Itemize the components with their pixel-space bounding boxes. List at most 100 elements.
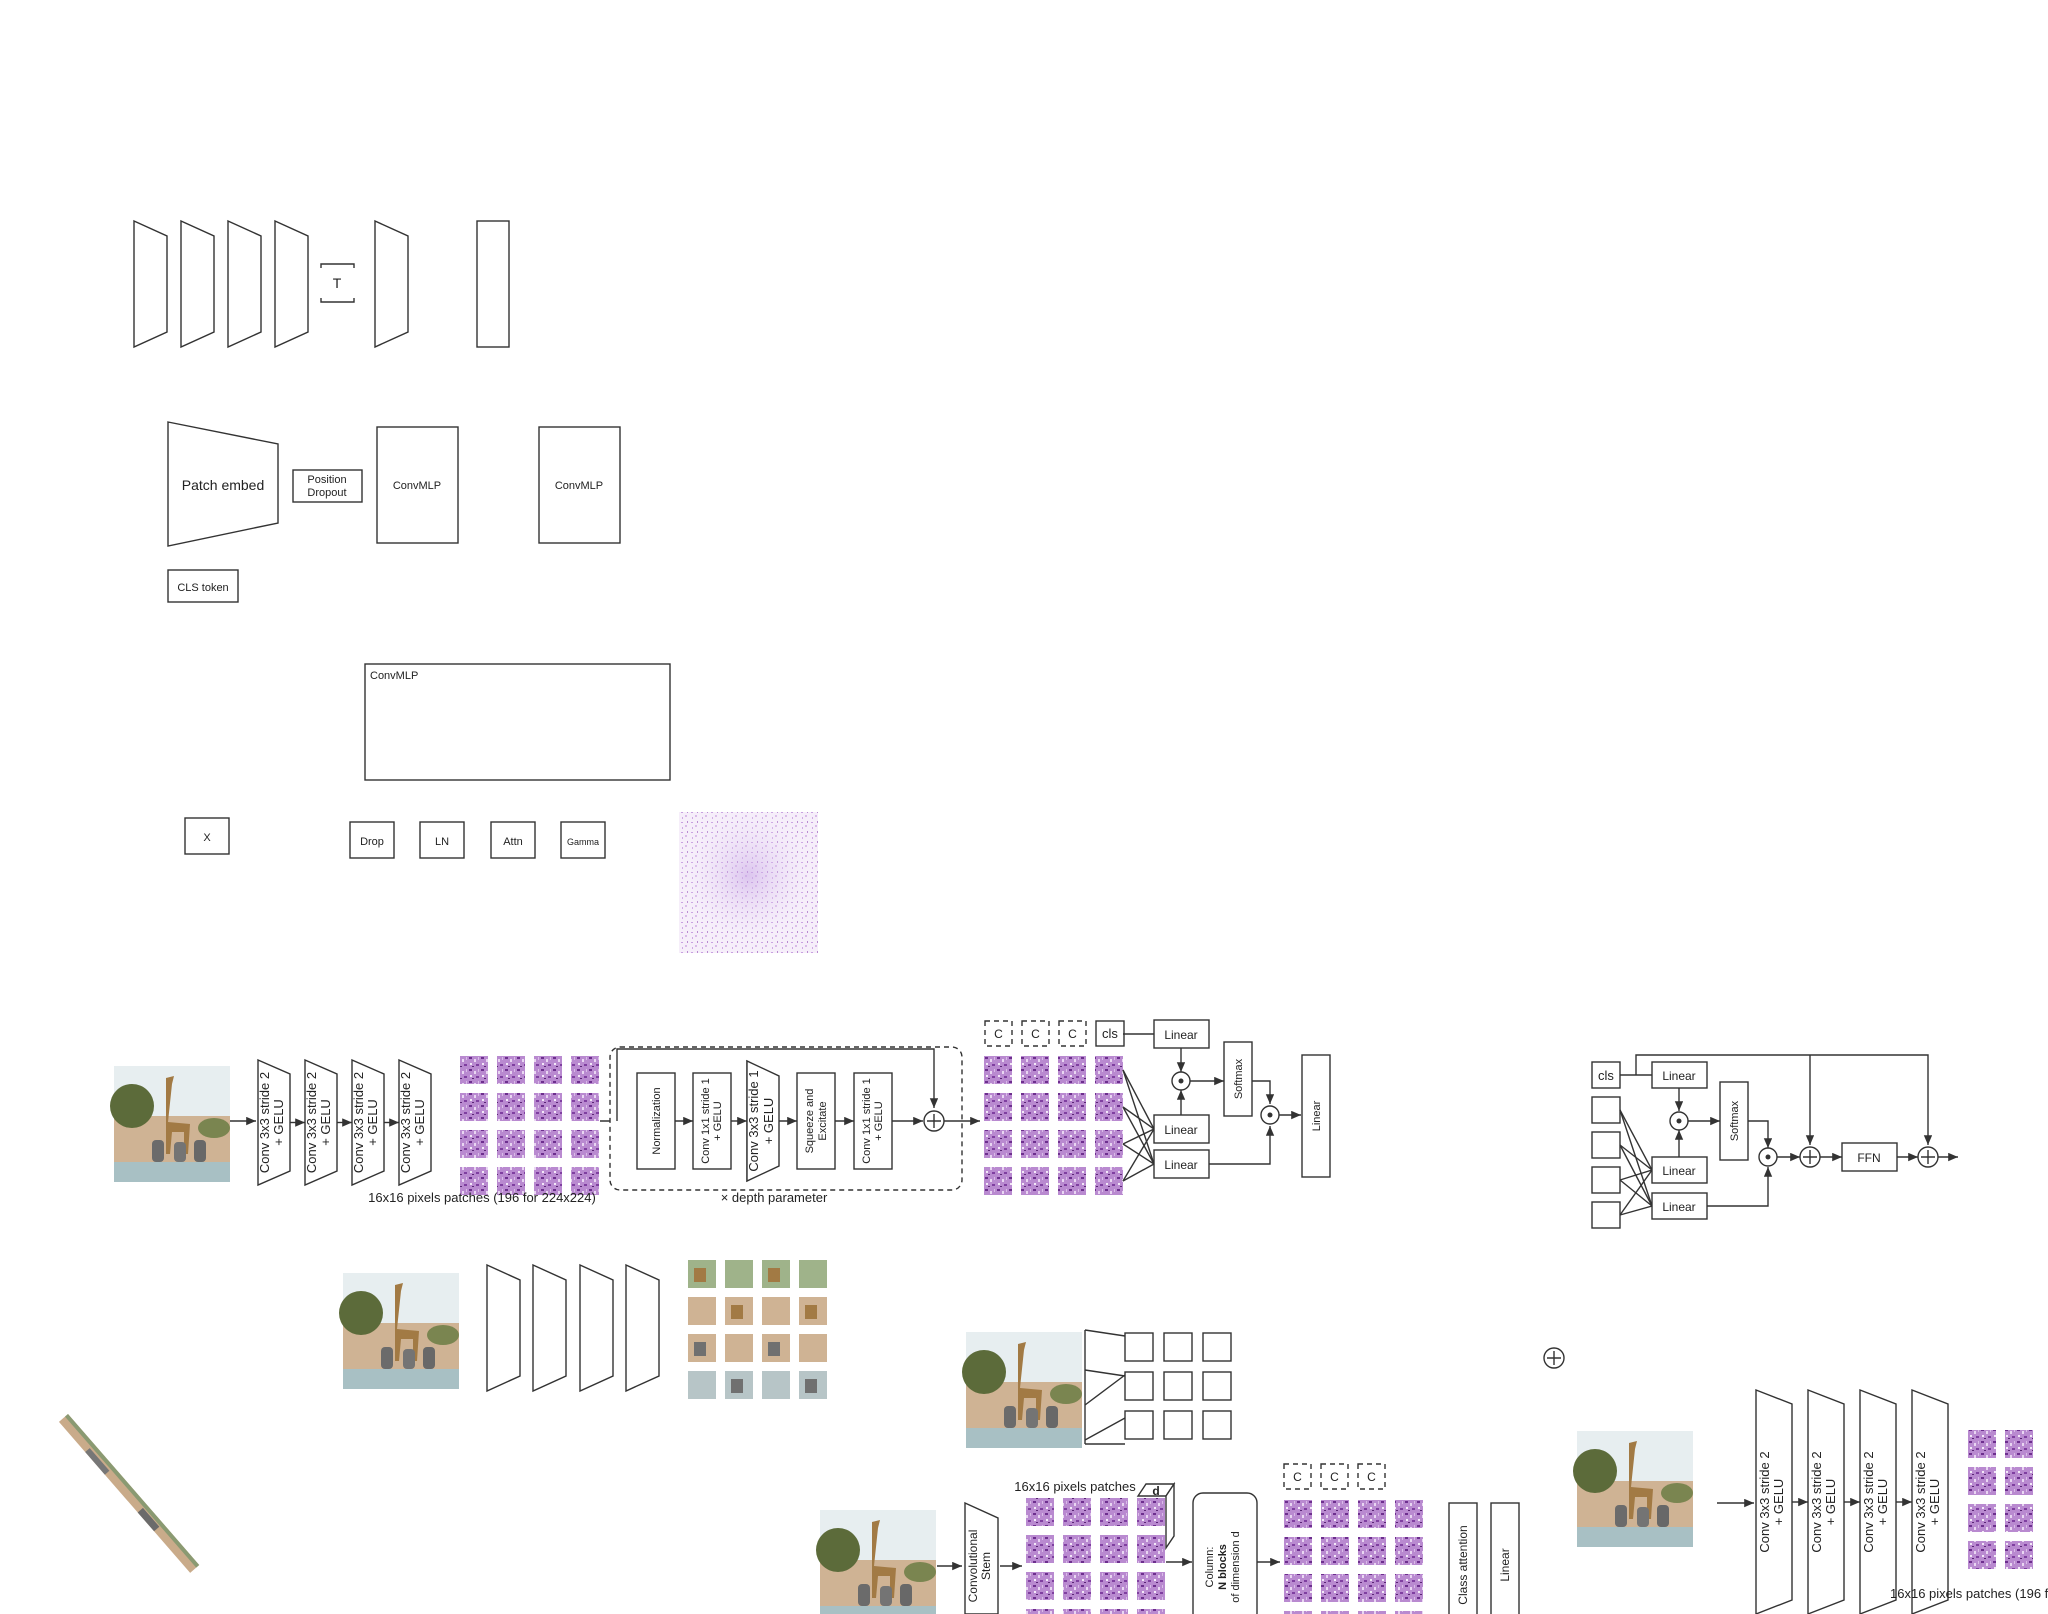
fan-line [1619,1169,1653,1216]
svg-text:ConvMLP: ConvMLP [555,480,603,492]
fan-line [1122,1128,1155,1182]
convmlp-panel: ConvMLP [364,663,671,781]
patch-cell [1358,1611,1386,1614]
class-token-box [984,1020,1013,1047]
patch-cell [2005,1467,2033,1495]
patch-cell [2005,1541,2033,1569]
patch-cell [1058,1056,1086,1084]
patch-cell [571,1167,599,1195]
patch-cell [1321,1574,1349,1602]
svg-text:Patch embed: Patch embed [182,477,265,493]
patch-grid-right [1968,1430,2033,1569]
t-bracket: T [320,263,355,303]
fan-line [1122,1163,1155,1182]
conv-stem-block [351,1058,385,1187]
patch-projection [1084,1329,1232,1445]
svg-text:Linear: Linear [1498,1548,1512,1581]
dot-product-icon [1260,1105,1280,1125]
patch-cell [1395,1611,1423,1614]
class-token-box [1021,1020,1050,1047]
svg-text:Column:: Column: [1204,1547,1216,1588]
input-image-second [339,1273,459,1389]
patch-grid-main [460,1056,599,1195]
gamma-box: Gamma [560,821,606,859]
patch-cell [1321,1500,1349,1528]
second-stem-trapezoids [486,1263,660,1393]
rotated-patch-strip [58,1414,200,1573]
patch-cell [534,1167,562,1195]
patch-cell [1284,1611,1312,1614]
projection-cell [1202,1371,1232,1401]
projection-cell [1163,1371,1193,1401]
class-token-box [1320,1463,1349,1490]
svg-text:Softmax: Softmax [1233,1058,1245,1099]
patches-caption-cut: 16x16 pixels patches (196 f [1890,1586,2048,1601]
patch-cell [1968,1504,1996,1532]
convmlp-box-1: ConvMLP [376,426,459,544]
token-box [1591,1096,1621,1124]
plus-circle-icon [1799,1146,1821,1168]
image-patch [799,1334,827,1362]
cls-token-box: CLS token [167,569,239,603]
patch-cell [1063,1572,1091,1600]
svg-text:of dimension d: of dimension d [1230,1531,1242,1603]
svg-text:ConvMLP: ConvMLP [370,670,418,682]
patch-cell [1968,1430,1996,1458]
class-attention-detail: cls Linear Linear Linear Softmax [1591,1054,1958,1229]
patch-cell [2005,1430,2033,1458]
conv-stem-block [1755,1388,1793,1614]
patch-cell [460,1130,488,1158]
svg-text:Linear: Linear [1164,1028,1197,1042]
svg-text:CLS token: CLS token [177,582,228,594]
fan-line [1122,1069,1155,1130]
svg-text:Attn: Attn [503,836,523,848]
image-patch-detail [768,1342,780,1356]
fan-line [1122,1128,1155,1145]
input-image-bottom [816,1510,936,1614]
conv-stem-block [398,1058,432,1187]
token-box [1591,1201,1621,1229]
svg-text:Linear: Linear [1164,1158,1197,1172]
patch-cell [1095,1093,1123,1121]
fan-line [1619,1144,1653,1171]
t-label: T [333,275,342,291]
image-patch [725,1334,753,1362]
patch-cell [1137,1498,1165,1526]
patches-caption-short: 16x16 pixels patches [1014,1479,1136,1494]
class-token-label: C [994,1027,1003,1041]
patch-grid-output [984,1056,1123,1195]
patch-cell [1058,1093,1086,1121]
projection-cell [1202,1332,1232,1362]
svg-text:Linear: Linear [1662,1069,1695,1083]
linear-k-box-right: Linear [1651,1156,1708,1184]
fan-line [1122,1106,1155,1130]
patch-cell [1021,1056,1049,1084]
class-token-box [1357,1463,1386,1490]
input-image-projection [962,1332,1082,1448]
conv-stem-label: + GELU [365,1099,380,1146]
plus-circle-icon [1543,1347,1565,1369]
patch-cell [534,1130,562,1158]
patch-cell [460,1093,488,1121]
patch-cell [1100,1498,1128,1526]
svg-text:Squeeze and: Squeeze and [804,1089,816,1154]
top-stem-trapezoids [133,219,409,349]
normalization-box: Normalization [636,1072,676,1170]
conv-stem-block [1807,1388,1845,1614]
patch-cell [497,1167,525,1195]
cls-label: cls [1102,1026,1118,1041]
patch-cell [497,1093,525,1121]
svg-text:Linear: Linear [1311,1100,1323,1131]
conv-stem-label: + GELU [412,1099,427,1146]
drop-box: Drop [349,821,395,859]
svg-text:Linear: Linear [1662,1200,1695,1214]
patch-cell [1284,1537,1312,1565]
patch-cell [1395,1500,1423,1528]
conv-stem-label: + GELU [1823,1479,1838,1526]
conv1x1-box-b: Conv 1x1 stride 1 + GELU [853,1072,893,1170]
patch-cell [534,1093,562,1121]
attn-box: Attn [490,821,536,859]
cls-box [1095,1020,1125,1047]
